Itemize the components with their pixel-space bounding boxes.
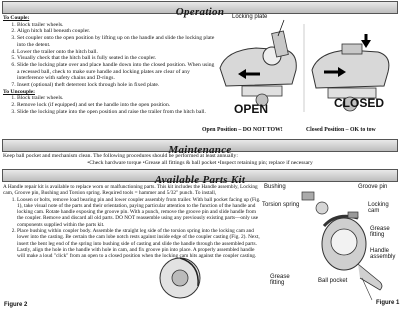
closed-coupler-drawing <box>311 34 390 112</box>
list-item: Block trailer wheels. <box>17 95 215 102</box>
list-item: Lower the trailer onto the hitch ball. <box>17 49 215 56</box>
figure1-label: Figure 1 <box>376 300 400 306</box>
figure2-drawing <box>150 250 210 306</box>
to-couple-heading: To Couple: <box>3 15 30 21</box>
figure1-svg <box>301 191 383 301</box>
parts-kit-steps: Loosen or bolts, remove load bearing pin… <box>3 197 261 260</box>
list-item: Slide the locking plate into the open po… <box>17 109 215 116</box>
list-item: Remove lock (if equipped) and set the ha… <box>17 102 215 109</box>
list-item: Loosen or bolts, remove load bearing pin… <box>17 197 261 228</box>
caption-open: Open Position – DO NOT TOW! <box>202 127 283 133</box>
maintenance-banner: Maintenance <box>2 139 398 156</box>
parts-kit-banner: Available Parts Kit <box>2 169 398 186</box>
locking-plate-label: Locking plate <box>232 14 268 20</box>
coupler-illustration: Locking plate OPEN CLOSED <box>216 14 398 124</box>
list-item: Insert (optional) theft deterrent lock t… <box>17 82 215 89</box>
to-uncouple-heading: To Uncouple: <box>3 88 35 95</box>
label-grease-fitting: Grease fitting <box>370 226 390 238</box>
parts-kit-text: A Handle repair kit is available to repl… <box>3 184 261 260</box>
coupler-diagram-svg <box>219 19 390 112</box>
maintenance-line2: •Check hardware torque •Grease all fitti… <box>87 159 313 166</box>
list-item: Block trailer wheels. <box>17 22 215 29</box>
to-couple-section: To Couple: Block trailer wheels. Align h… <box>3 15 215 116</box>
label-handle-assembly: Handle assembly <box>370 248 396 260</box>
list-item: Align hitch ball beneath coupler. <box>17 28 215 35</box>
maintenance-text: Keep ball pocket and mechanism clean. Th… <box>3 153 397 166</box>
operation-banner: Operation <box>2 1 398 18</box>
label-torsion-spring: Torsion spring <box>262 202 300 208</box>
maintenance-line1: Keep ball pocket and mechanism clean. Th… <box>3 153 238 159</box>
list-item: Slide the locking plate over and place h… <box>17 62 215 82</box>
label-grease-fitting-2: Grease fitting <box>270 274 290 286</box>
label-groove-pin: Groove pin <box>358 184 388 190</box>
label-locking-cam: Locking cam <box>368 202 389 214</box>
parts-kit-intro: A Handle repair kit is available to repl… <box>3 184 258 197</box>
label-bushing: Bushing <box>264 184 286 190</box>
caption-closed: Closed Position – OK to tow <box>306 127 376 133</box>
label-ball-pocket: Ball pocket <box>318 278 348 284</box>
open-label: OPEN <box>234 102 269 116</box>
operation-title: Operation <box>175 6 225 18</box>
figure1-drawing: Bushing Groove pin Torsion spring Lockin… <box>262 182 400 312</box>
list-item: Visually check that the hitch ball is fu… <box>17 55 215 62</box>
list-item: Set coupler onto the open position by li… <box>17 35 215 48</box>
closed-label: CLOSED <box>334 96 385 110</box>
open-coupler-drawing <box>219 19 297 107</box>
figure2-label: Figure 2 <box>4 302 28 308</box>
parts-kit-title: Available Parts Kit <box>154 174 246 186</box>
figure2-svg <box>159 257 201 299</box>
to-uncouple-list: Block trailer wheels. Remove lock (if eq… <box>3 95 215 115</box>
to-couple-list: Block trailer wheels. Align hitch ball b… <box>3 22 215 89</box>
maintenance-title: Maintenance <box>168 144 232 156</box>
list-item: Place bushing within coupler body. Assem… <box>17 228 261 259</box>
